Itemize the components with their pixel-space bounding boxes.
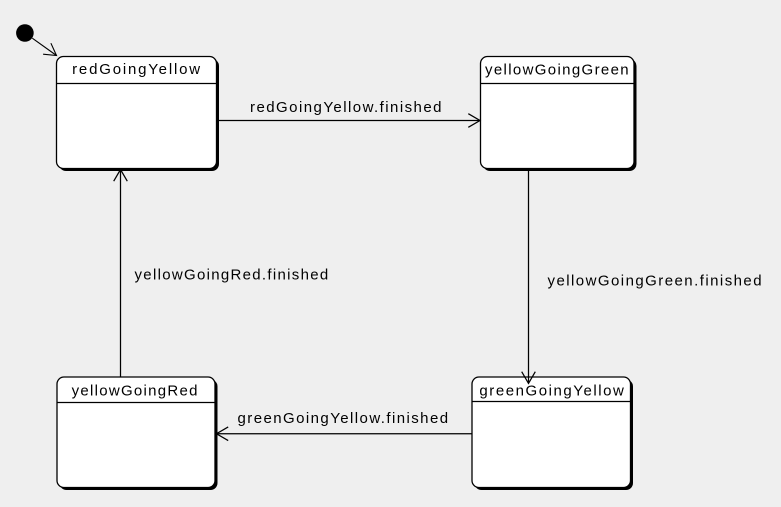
svg-text:yellowGoingRed: yellowGoingRed <box>72 383 199 400</box>
svg-text:yellowGoingGreen.finished: yellowGoingGreen.finished <box>548 273 764 290</box>
svg-text:redGoingYellow.finished: redGoingYellow.finished <box>250 99 443 116</box>
svg-text:greenGoingYellow: greenGoingYellow <box>479 383 625 400</box>
svg-text:greenGoingYellow.finished: greenGoingYellow.finished <box>238 410 450 427</box>
svg-text:yellowGoingGreen: yellowGoingGreen <box>485 62 630 79</box>
svg-text:redGoingYellow: redGoingYellow <box>72 61 202 78</box>
svg-text:yellowGoingRed.finished: yellowGoingRed.finished <box>135 267 330 284</box>
